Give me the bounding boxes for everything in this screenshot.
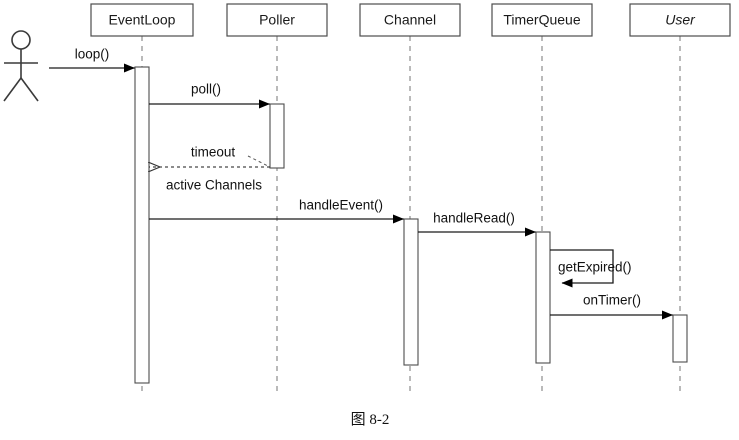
message-label-msg-handleread: handleRead() xyxy=(433,211,515,226)
lifeline-head-poller[interactable]: Poller xyxy=(226,3,328,37)
message-label-msg-poll: poll() xyxy=(191,82,221,97)
messages-group: loop() poll() timeout active Channels handle… xyxy=(49,47,673,320)
lifeline-head-user[interactable]: User xyxy=(629,3,731,37)
lifeline-head-channel[interactable]: Channel xyxy=(359,3,461,37)
activation-bar-user xyxy=(672,314,688,363)
activation-bar-timerqueue xyxy=(535,231,551,364)
message-msg-active-channels[interactable]: active Channels xyxy=(166,178,262,193)
message-label-msg-timeout-return: timeout xyxy=(191,145,236,160)
message-label-msg-active-channels: active Channels xyxy=(166,178,262,193)
message-msg-handleread[interactable]: handleRead() xyxy=(418,211,536,237)
figure-caption: 图 8-2 xyxy=(351,411,390,428)
message-label-msg-handleevent: handleEvent() xyxy=(299,198,383,213)
lifeline-label-user: User xyxy=(665,12,696,28)
actor-stick-figure xyxy=(3,30,39,102)
activation-bar-channel xyxy=(403,218,419,366)
message-leader-msg-timeout-return xyxy=(247,155,269,167)
lifeline-label-channel: Channel xyxy=(384,12,436,28)
lifeline-label-eventloop: EventLoop xyxy=(109,12,176,28)
lifeline-box-timerqueue xyxy=(491,3,593,37)
activation-bars-group xyxy=(134,66,688,384)
message-arrow-msg-getexpired xyxy=(550,249,614,288)
lifeline-label-timerqueue: TimerQueue xyxy=(503,12,581,28)
activation-bar-eventloop xyxy=(134,66,150,384)
lifeline-box-channel xyxy=(359,3,461,37)
message-msg-loop[interactable]: loop() xyxy=(49,47,135,73)
lifeline-boxes-group: EventLoop Poller Channel TimerQueue User xyxy=(90,3,731,37)
message-label-msg-getexpired: getExpired() xyxy=(558,260,632,275)
actor-leg-left xyxy=(3,77,22,102)
lifeline-box-poller xyxy=(226,3,328,37)
actor-leg-right xyxy=(20,77,39,102)
lifeline-box-user xyxy=(629,3,731,37)
message-msg-handleevent[interactable]: handleEvent() xyxy=(149,198,404,224)
activation-bar-poller xyxy=(269,103,285,169)
message-msg-ontimer[interactable]: onTimer() xyxy=(550,293,673,320)
lifeline-head-eventloop[interactable]: EventLoop xyxy=(90,3,194,37)
lifeline-label-poller: Poller xyxy=(259,12,295,28)
message-label-msg-ontimer: onTimer() xyxy=(583,293,641,308)
message-msg-timeout-return[interactable]: timeout xyxy=(149,145,270,167)
message-msg-getexpired[interactable]: getExpired() xyxy=(550,249,632,288)
lifeline-box-eventloop xyxy=(90,3,194,37)
actor-head-icon xyxy=(11,30,31,50)
message-msg-poll[interactable]: poll() xyxy=(149,82,270,109)
lifeline-head-timerqueue[interactable]: TimerQueue xyxy=(491,3,593,37)
message-label-msg-loop: loop() xyxy=(75,47,110,62)
